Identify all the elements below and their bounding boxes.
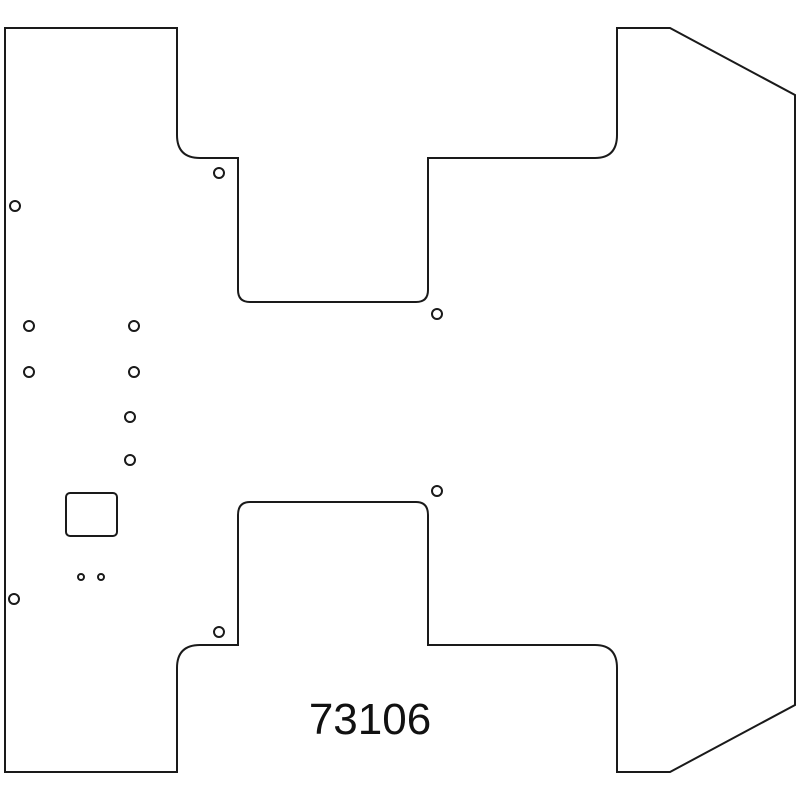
mounting-hole xyxy=(124,411,136,423)
mounting-hole xyxy=(8,593,20,605)
small-hole xyxy=(97,573,105,581)
mounting-hole xyxy=(124,454,136,466)
mounting-hole xyxy=(23,320,35,332)
mounting-hole xyxy=(431,308,443,320)
mounting-hole xyxy=(23,366,35,378)
square-cutout xyxy=(65,492,118,537)
mounting-hole xyxy=(213,167,225,179)
mounting-hole xyxy=(213,626,225,638)
mounting-hole xyxy=(128,366,140,378)
part-number-label: 73106 xyxy=(308,695,432,744)
mounting-hole xyxy=(128,320,140,332)
small-hole xyxy=(77,573,85,581)
mounting-hole xyxy=(9,200,21,212)
mounting-hole xyxy=(431,485,443,497)
plate-outline xyxy=(4,27,796,773)
